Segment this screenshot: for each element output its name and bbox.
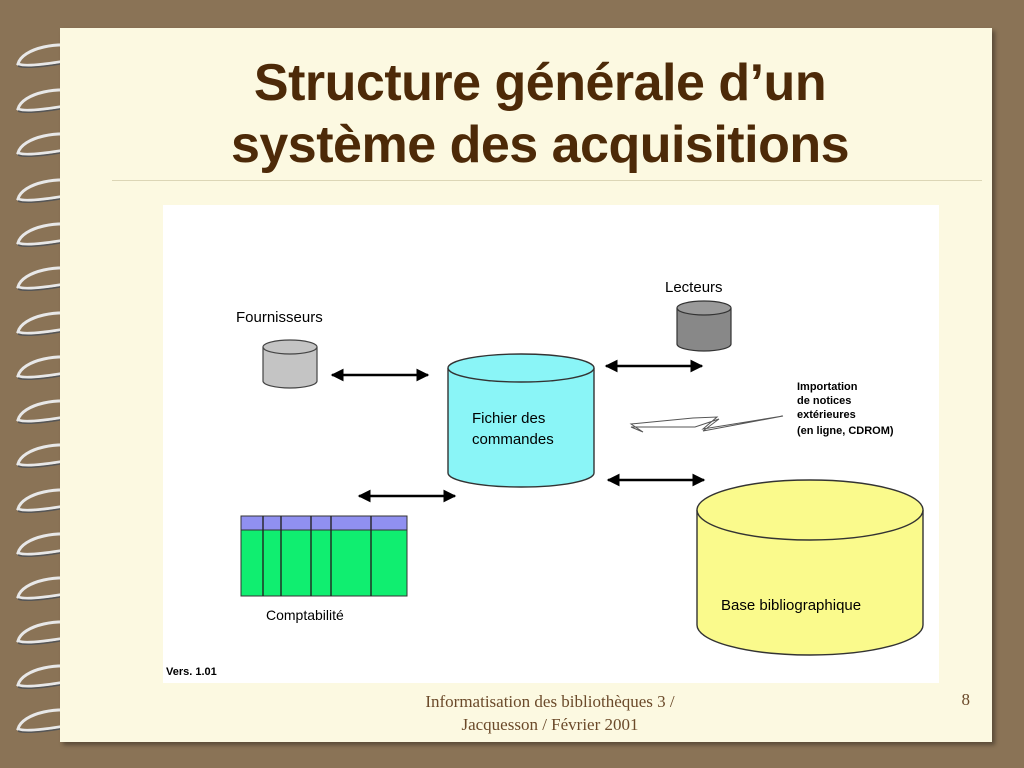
footer-line-2: Jacquesson / Février 2001 bbox=[461, 715, 639, 734]
fournisseurs-label: Fournisseurs bbox=[236, 309, 323, 326]
acquisitions-diagram: Fournisseurs Lecteurs Fichier des comman… bbox=[163, 205, 939, 683]
import-text-line-1: Importation bbox=[797, 381, 858, 393]
title-line-1: Structure générale d’un bbox=[253, 54, 827, 112]
diagram-canvas: Fournisseurs Lecteurs Fichier des comman… bbox=[166, 279, 924, 678]
import-text-line-2: de notices bbox=[797, 395, 851, 407]
lecteurs-database bbox=[676, 300, 732, 352]
import-lightning-arrow bbox=[629, 415, 784, 433]
base-label: Base bibliographique bbox=[721, 597, 861, 614]
comptabilite-label: Comptabilité bbox=[266, 607, 344, 623]
import-text-line-3: extérieures bbox=[797, 409, 856, 421]
version-label: Vers. 1.01 bbox=[166, 666, 217, 678]
comptabilite-table bbox=[240, 515, 408, 597]
fichier-commandes-database bbox=[447, 353, 595, 488]
slide-footer: Informatisation des bibliothèques 3 / Ja… bbox=[380, 690, 720, 736]
lecteurs-label: Lecteurs bbox=[665, 279, 723, 296]
base-bibliographique-database bbox=[696, 479, 924, 656]
fournisseurs-database bbox=[262, 339, 318, 389]
title-line-2: système des acquisitions bbox=[230, 116, 850, 174]
footer-line-1: Informatisation des bibliothèques 3 / bbox=[425, 692, 675, 711]
page-number: 8 bbox=[961, 690, 971, 709]
fichier-label-line-2: commandes bbox=[472, 431, 554, 448]
import-text-line-4: (en ligne, CDROM) bbox=[797, 425, 894, 437]
slide-title: Structure générale d’un système des acqu… bbox=[110, 52, 970, 176]
title-divider bbox=[112, 180, 982, 181]
fichier-label-line-1: Fichier des bbox=[472, 410, 545, 427]
